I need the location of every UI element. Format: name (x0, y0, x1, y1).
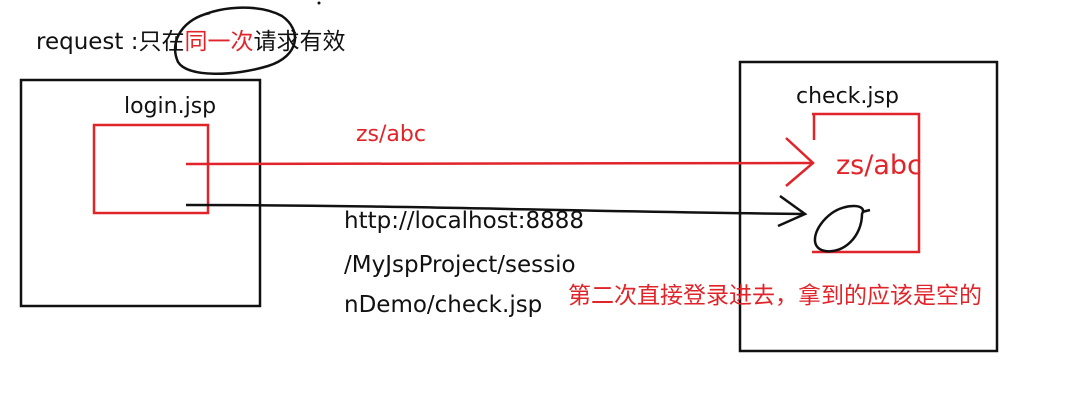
scope-description-suffix: 请求有效 (253, 29, 346, 55)
check-page-box (738, 60, 999, 353)
scope-description-highlight: 同一次 (184, 29, 254, 55)
highlight-circle (173, 6, 297, 75)
first-request-arrowhead (785, 137, 815, 187)
login-form-box (92, 123, 210, 215)
scope-description-prefix: request :只在 (36, 29, 185, 55)
login-page-box (19, 78, 262, 308)
url-line-1: http://localhost:8888 (344, 208, 584, 234)
check-page-label: check.jsp (796, 84, 899, 109)
scope-description: request :只在同一次请求有效 (36, 31, 346, 54)
stray-dot (317, 1, 321, 5)
second-request-note: 第二次直接登录进去，拿到的应该是空的 (568, 283, 982, 309)
request-param-label: zs/abc (356, 122, 426, 147)
second-request-arrow-line (185, 203, 805, 216)
second-request-arrowhead (777, 194, 808, 228)
received-param-label: zs/abc (836, 150, 922, 181)
empty-value-blob (813, 204, 871, 253)
login-page-label: login.jsp (124, 94, 217, 119)
check-param-box (812, 112, 921, 254)
url-line-3: nDemo/check.jsp (344, 292, 543, 318)
first-request-arrow-line (185, 161, 813, 166)
url-line-2: /MyJspProject/sessio (344, 252, 576, 278)
